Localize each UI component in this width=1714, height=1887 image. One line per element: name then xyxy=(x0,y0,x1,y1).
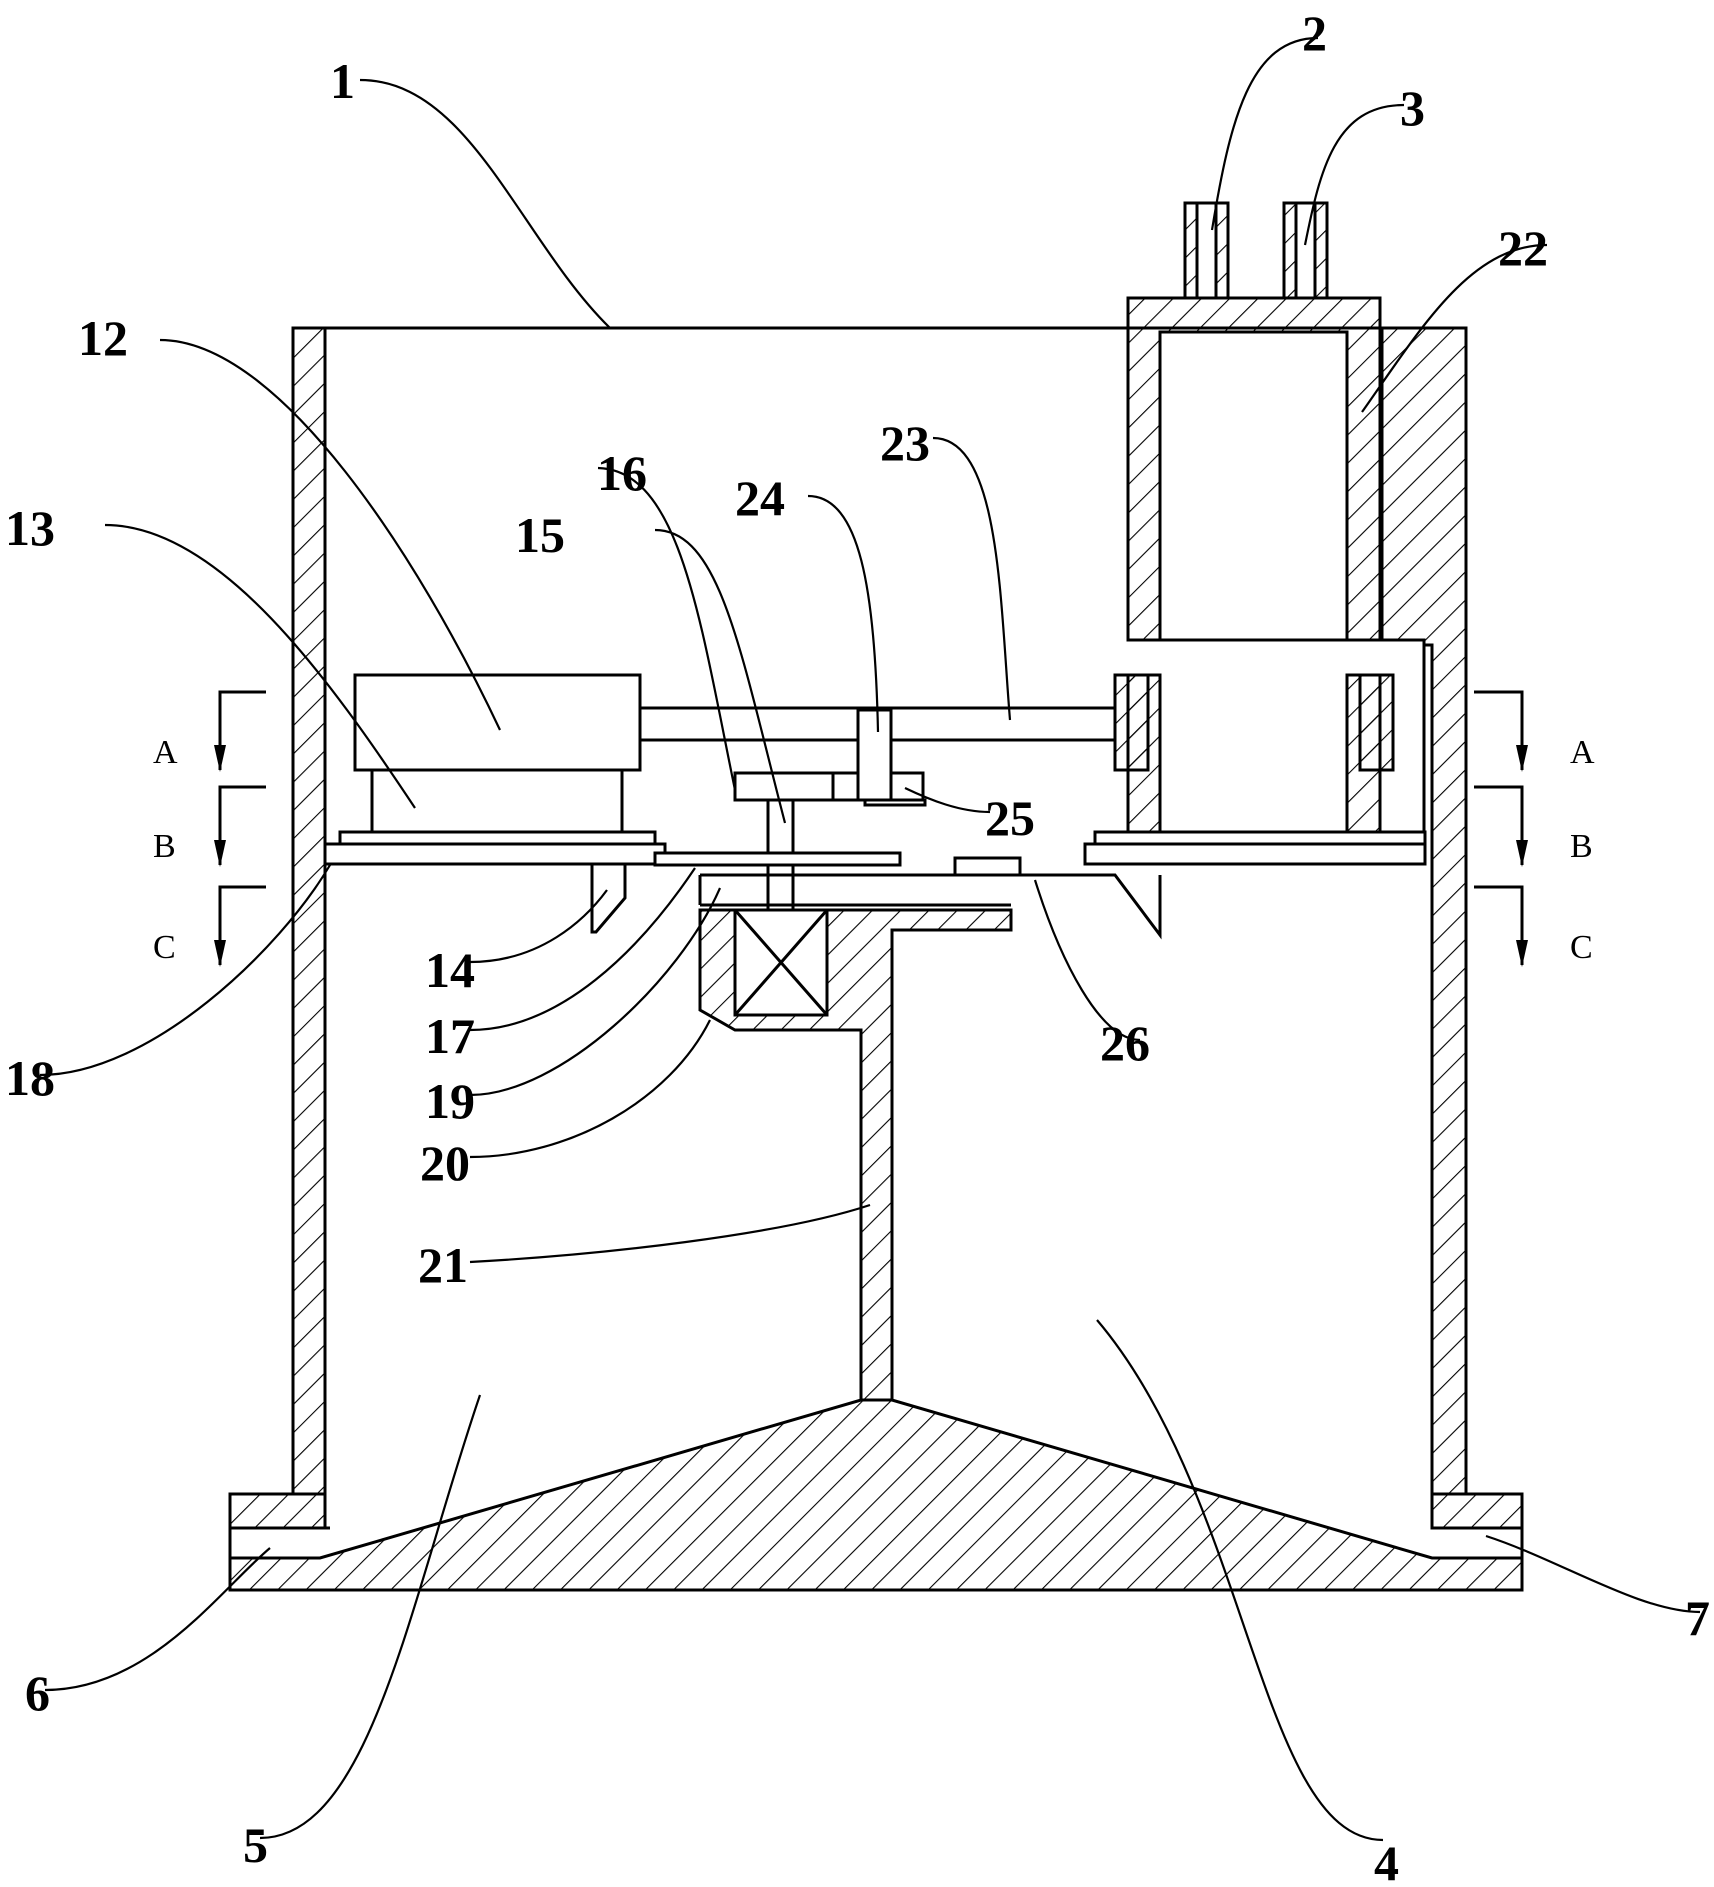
inlet-column xyxy=(1113,201,1426,860)
leader-lines xyxy=(39,36,1701,1842)
label-15: 15 xyxy=(515,507,565,563)
motor xyxy=(353,673,642,834)
label-2: 2 xyxy=(1302,5,1327,61)
label-22: 22 xyxy=(1498,220,1548,276)
section-c-left: C xyxy=(153,929,176,966)
label-14: 14 xyxy=(425,942,475,998)
label-26: 26 xyxy=(1100,1015,1150,1071)
label-20: 20 xyxy=(420,1135,470,1191)
section-b-right: B xyxy=(1570,828,1593,865)
label-1: 1 xyxy=(330,53,355,109)
section-a-right: A xyxy=(1570,734,1595,771)
conical-base xyxy=(228,1398,1524,1592)
label-7: 7 xyxy=(1685,1590,1710,1646)
label-25: 25 xyxy=(985,790,1035,846)
right-wall xyxy=(1380,326,1468,1496)
rod-24 xyxy=(856,708,893,802)
section-b-left: B xyxy=(153,828,176,865)
right-flange-top xyxy=(1430,1492,1524,1530)
label-6: 6 xyxy=(25,1665,50,1721)
label-23: 23 xyxy=(880,415,930,471)
label-24: 24 xyxy=(735,470,785,526)
plates xyxy=(323,830,1427,940)
label-17: 17 xyxy=(425,1008,475,1064)
section-markers: A B C A B C xyxy=(153,690,1595,967)
left-flange-top xyxy=(228,1492,327,1530)
label-16: 16 xyxy=(597,445,647,501)
central-partition xyxy=(698,908,1013,1402)
section-a-left: A xyxy=(153,734,178,771)
label-3: 3 xyxy=(1400,80,1425,136)
section-c-right: C xyxy=(1570,929,1593,966)
label-21: 21 xyxy=(418,1237,468,1293)
label-12: 12 xyxy=(78,310,128,366)
label-13: 13 xyxy=(5,500,55,556)
label-4: 4 xyxy=(1374,1835,1399,1887)
housing xyxy=(228,326,1524,1592)
reference-numerals: 1 2 3 4 5 6 7 12 13 14 15 16 17 18 19 20… xyxy=(5,5,1710,1887)
label-5: 5 xyxy=(243,1817,268,1873)
label-18: 18 xyxy=(5,1050,55,1106)
label-19: 19 xyxy=(425,1073,475,1129)
